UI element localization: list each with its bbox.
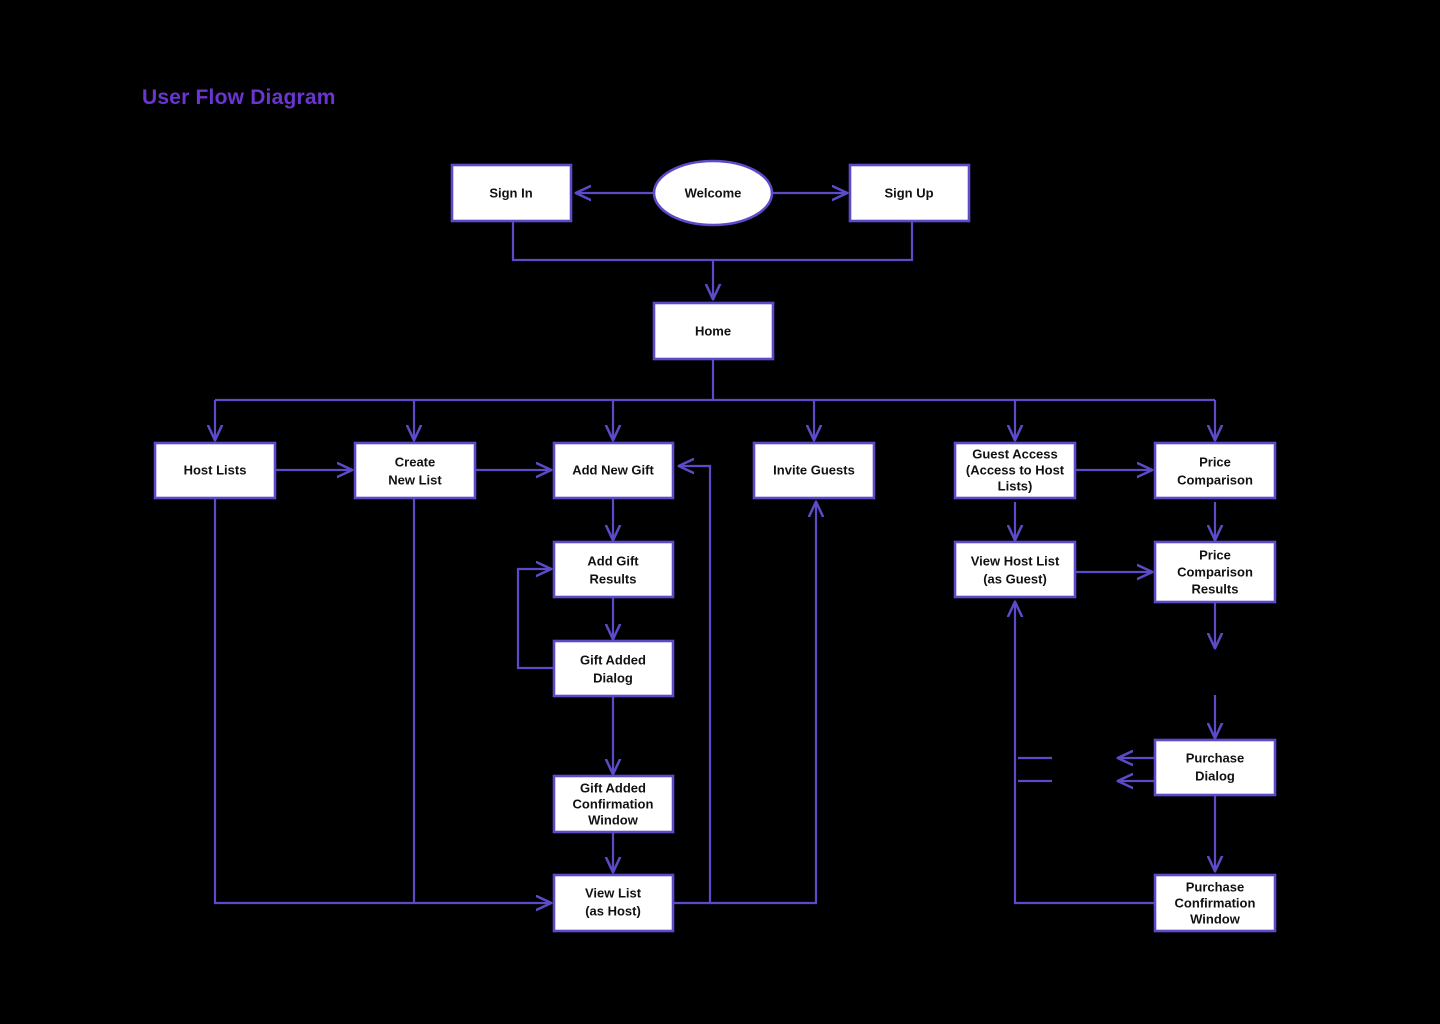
node-sign-in-label: Sign In: [489, 185, 532, 200]
edge-view-list-host-invite-guests: [710, 502, 816, 905]
node-purchase-dialog-label-1: Purchase: [1186, 750, 1245, 765]
edge-host-lists-view-list-host: [213, 498, 551, 903]
node-price-comparison[interactable]: Price Comparison: [1153, 441, 1277, 500]
node-invite-guests[interactable]: Invite Guests: [752, 441, 876, 500]
node-guest-access[interactable]: Guest Access (Access to Host Lists): [953, 441, 1077, 500]
node-gift-added-confirmation-label-1: Gift Added: [580, 780, 646, 795]
node-create-new-list-label-1: Create: [395, 454, 435, 469]
node-sign-in[interactable]: Sign In: [450, 163, 573, 223]
node-layer: Sign In Welcome Sign Up Home Host Lists: [153, 159, 1277, 933]
node-view-host-list-guest-label-1: View Host List: [971, 553, 1060, 568]
node-view-list-host-label-2: (as Host): [585, 903, 641, 918]
node-purchase-dialog[interactable]: Purchase Dialog: [1153, 738, 1277, 797]
node-price-comparison-label-1: Price: [1199, 454, 1231, 469]
node-add-gift-results[interactable]: Add Gift Results: [552, 540, 675, 599]
node-create-new-list[interactable]: Create New List: [353, 441, 477, 500]
node-home[interactable]: Home: [652, 301, 775, 361]
node-view-host-list-guest-label-2: (as Guest): [983, 571, 1047, 586]
node-gift-added-confirmation-label-3: Window: [588, 812, 639, 827]
edge-view-list-host-add-new-gift: [672, 466, 712, 905]
node-add-gift-results-label-2: Results: [590, 571, 637, 586]
node-purchase-dialog-label-2: Dialog: [1195, 768, 1235, 783]
node-add-new-gift-label: Add New Gift: [572, 462, 654, 477]
node-gift-added-dialog[interactable]: Gift Added Dialog: [552, 639, 675, 698]
node-price-comparison-results[interactable]: Price Comparison Results: [1153, 540, 1277, 604]
edge-layer: [215, 193, 1215, 903]
node-guest-access-label-1: Guest Access: [972, 446, 1058, 461]
node-sign-up-label: Sign Up: [884, 185, 933, 200]
node-guest-access-label-3: Lists): [998, 478, 1033, 493]
node-welcome[interactable]: Welcome: [652, 159, 774, 227]
node-view-list-host[interactable]: View List (as Host): [552, 873, 675, 933]
node-price-comparison-results-label-3: Results: [1192, 581, 1239, 596]
node-add-gift-results-label-1: Add Gift: [587, 553, 639, 568]
node-gift-added-confirmation-label-2: Confirmation: [573, 796, 654, 811]
node-guest-access-label-2: (Access to Host: [966, 462, 1065, 477]
node-purchase-confirmation-label-1: Purchase: [1186, 879, 1245, 894]
node-host-lists[interactable]: Host Lists: [153, 441, 277, 500]
node-gift-added-dialog-label-2: Dialog: [593, 670, 633, 685]
node-price-comparison-label-2: Comparison: [1177, 472, 1253, 487]
node-view-host-list-guest[interactable]: View Host List (as Guest): [953, 540, 1077, 599]
node-purchase-confirmation-label-2: Confirmation: [1175, 895, 1256, 910]
page-title: User Flow Diagram: [142, 86, 336, 109]
node-purchase-confirmation-label-3: Window: [1190, 911, 1241, 926]
node-price-comparison-results-label-2: Comparison: [1177, 564, 1253, 579]
node-create-new-list-label-2: New List: [388, 472, 442, 487]
node-add-new-gift[interactable]: Add New Gift: [552, 441, 675, 500]
node-host-lists-label: Host Lists: [184, 462, 247, 477]
node-home-label: Home: [695, 323, 731, 338]
node-price-comparison-results-label-1: Price: [1199, 547, 1231, 562]
node-gift-added-confirmation-window[interactable]: Gift Added Confirmation Window: [552, 774, 675, 834]
edge-gift-added-dialog-loop-add-gift-results: [516, 569, 554, 670]
node-purchase-confirmation-window[interactable]: Purchase Confirmation Window: [1153, 873, 1277, 933]
node-gift-added-dialog-label-1: Gift Added: [580, 652, 646, 667]
node-welcome-label: Welcome: [685, 185, 742, 200]
edge-sign-up-home: [713, 219, 914, 262]
node-view-list-host-label-1: View List: [585, 885, 642, 900]
edge-purchase-confirmation-view-host-list: [1015, 602, 1155, 905]
node-sign-up[interactable]: Sign Up: [848, 163, 971, 223]
edge-sign-in-home: [511, 219, 713, 262]
node-invite-guests-label: Invite Guests: [773, 462, 855, 477]
